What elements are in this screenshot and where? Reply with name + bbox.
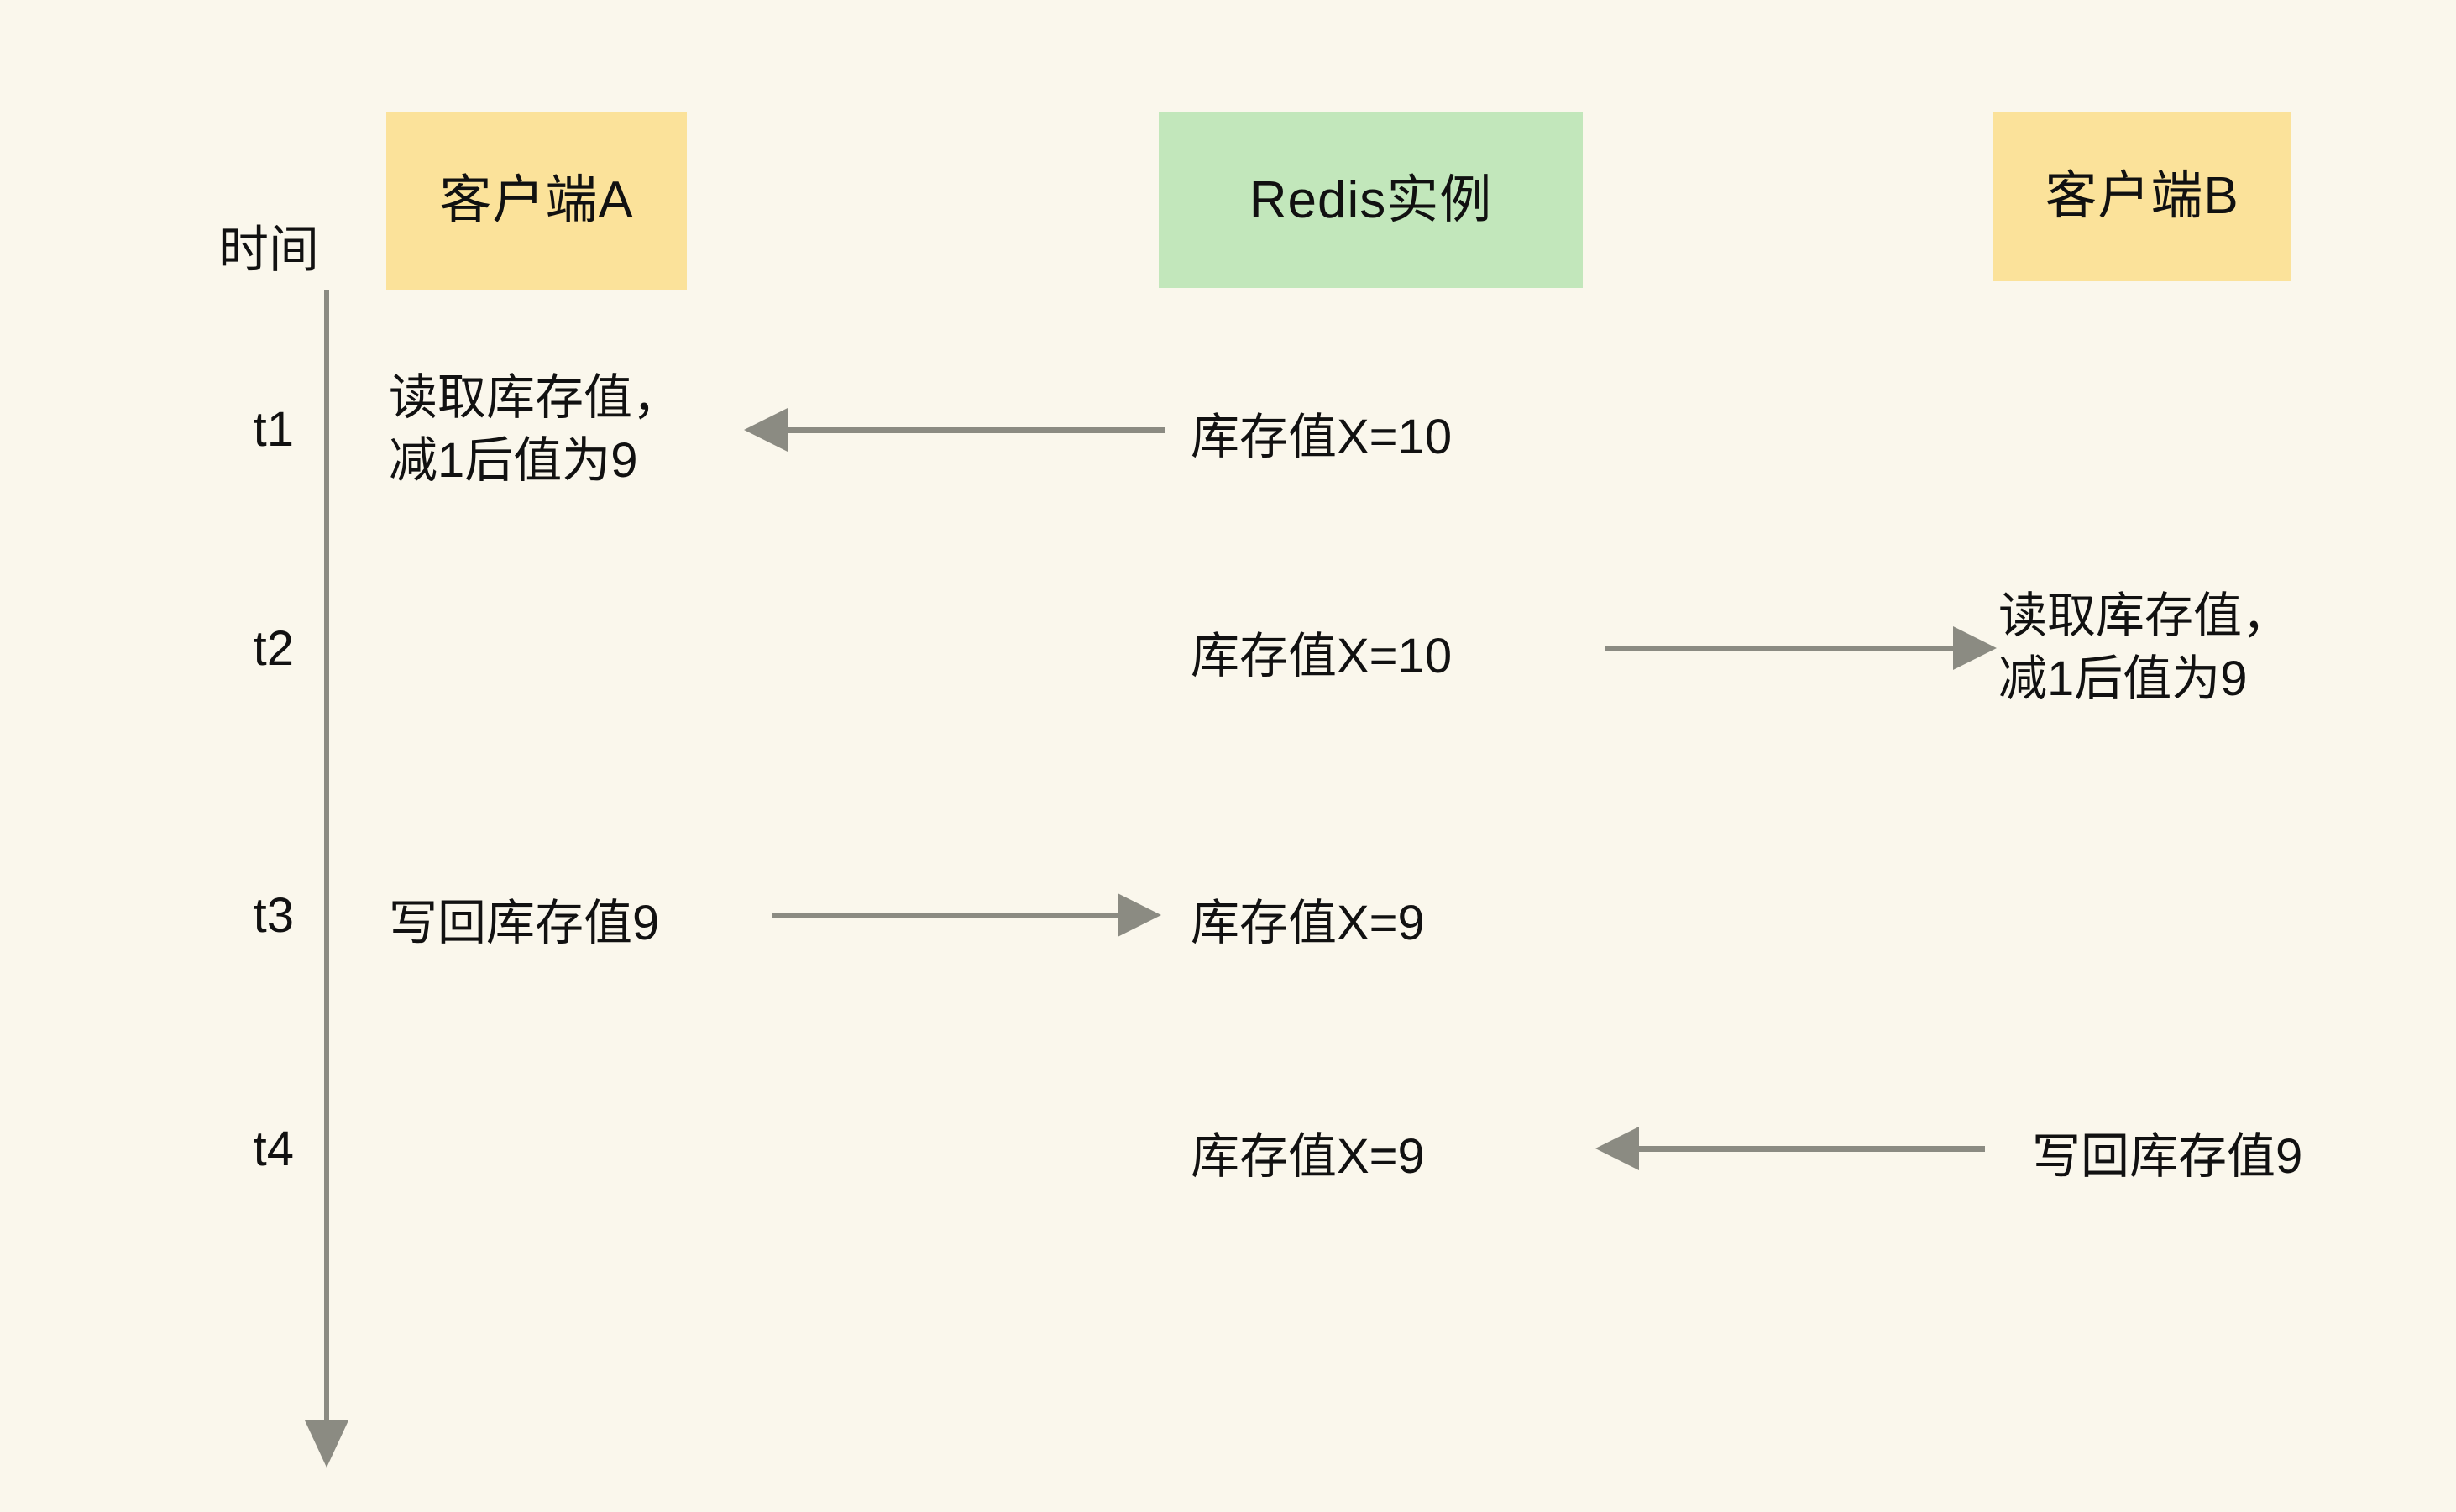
lane-header-client-b: 客户端B xyxy=(1993,112,2291,281)
lane-header-client-b-label: 客户端B xyxy=(2045,167,2239,225)
arrow-head-right-icon-t3 xyxy=(1118,893,1161,937)
message-t1-redis: 库存值X=10 xyxy=(1191,410,1453,464)
message-t3-client-a: 写回库存值9 xyxy=(389,896,660,950)
arrow-head-left-icon-t4 xyxy=(1595,1127,1639,1170)
tick-label-t3: t3 xyxy=(253,888,294,943)
lane-header-redis-label: Redis实例 xyxy=(1249,170,1493,229)
tick-label-t1: t1 xyxy=(253,402,294,457)
lane-header-client-a: 客户端A xyxy=(386,112,687,290)
lane-header-redis: Redis实例 xyxy=(1159,112,1583,288)
arrow-head-right-icon-t2 xyxy=(1953,626,1997,670)
message-t3-redis: 库存值X=9 xyxy=(1191,896,1425,950)
time-axis-arrowhead-icon xyxy=(305,1420,348,1468)
message-t2-redis: 库存值X=10 xyxy=(1191,629,1453,683)
tick-label-t4: t4 xyxy=(253,1122,294,1176)
tick-label-t2: t2 xyxy=(253,621,294,676)
arrow-t2-redis-to-client-b xyxy=(1605,646,1956,651)
time-axis-label: 时间 xyxy=(218,222,319,278)
message-t4-redis: 库存值X=9 xyxy=(1191,1129,1425,1184)
message-t2-client-b: 读取库存值， 减1后值为9 xyxy=(1998,589,2291,707)
message-t4-client-b: 写回库存值9 xyxy=(2032,1129,2303,1184)
arrow-head-left-icon-t1 xyxy=(744,408,788,452)
message-t1-client-a: 读取库存值， 减1后值为9 xyxy=(389,370,682,489)
time-axis-line xyxy=(324,290,329,1428)
arrow-t4-client-b-to-redis xyxy=(1639,1146,1985,1152)
lane-header-client-a-label: 客户端A xyxy=(439,171,634,229)
arrow-t1-redis-to-client-a xyxy=(764,427,1165,433)
arrow-t3-client-a-to-redis xyxy=(772,913,1121,918)
